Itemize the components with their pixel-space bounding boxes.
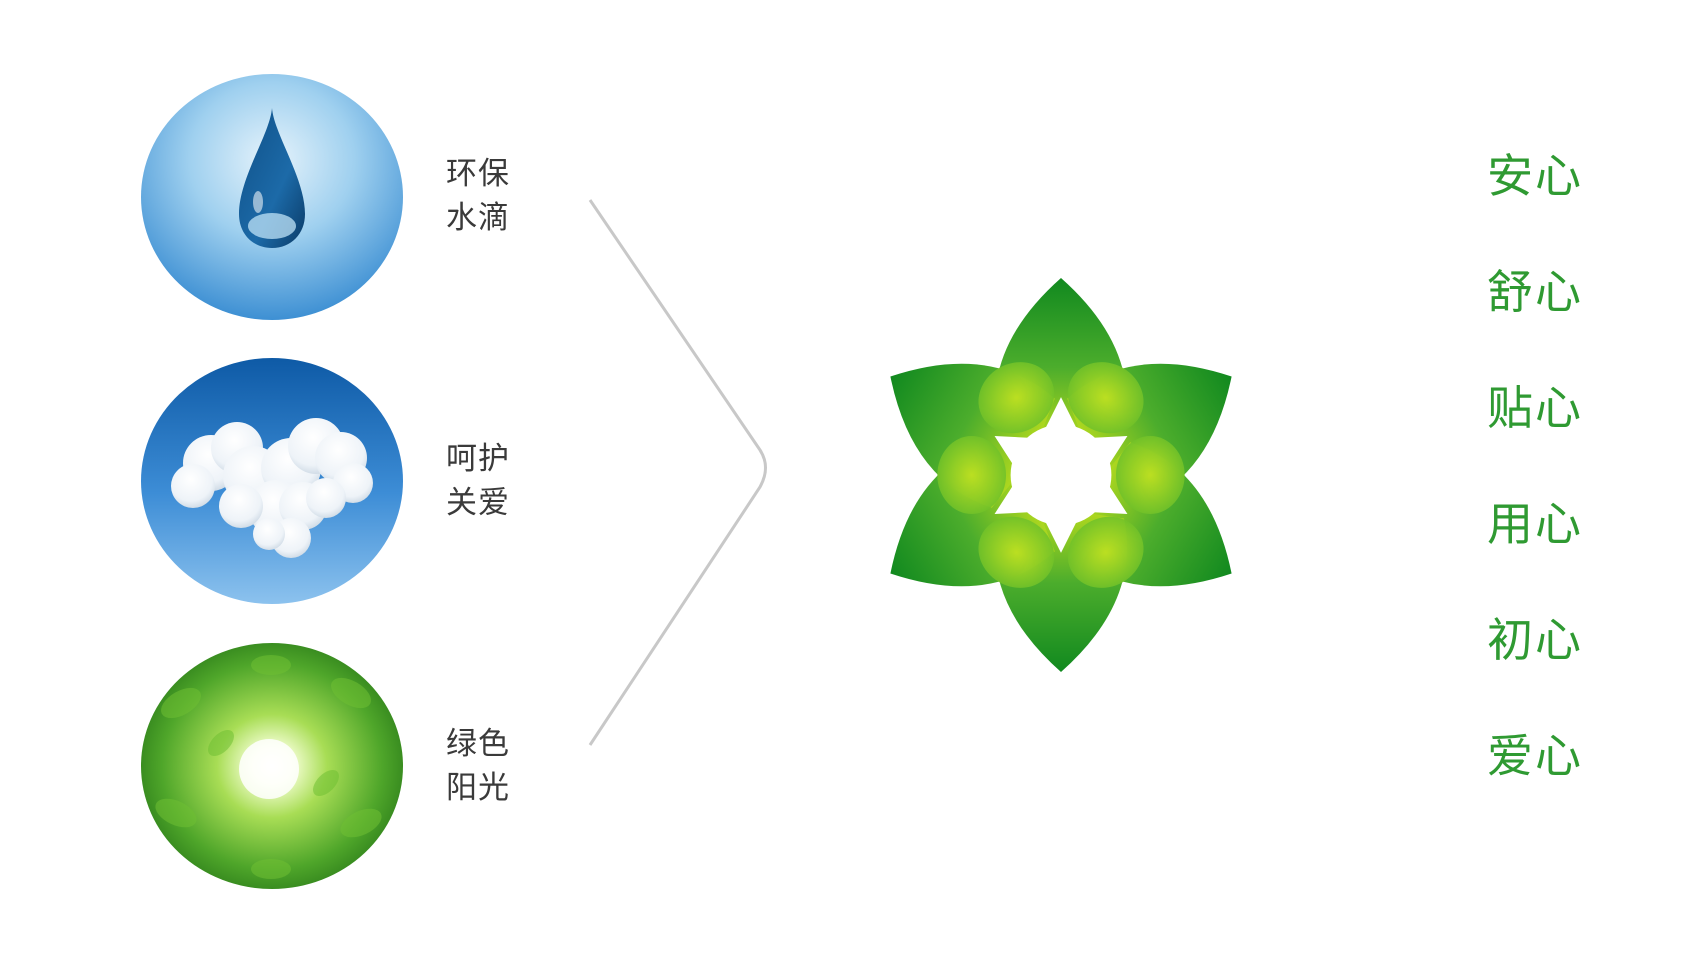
value-word: 贴心 [1487,381,1583,435]
value-word: 安心 [1487,149,1583,203]
water-drop-circle [141,74,403,320]
concept-line2: 水滴 [446,200,510,236]
concept-line2: 阳光 [446,770,510,806]
concept-line1: 环保 [446,156,510,192]
concept-line1: 绿色 [446,726,510,762]
concept-label-2: 呵护 关爱 [446,437,510,525]
value-word: 爱心 [1487,729,1583,783]
heart-cloud-circle [141,358,403,604]
concept-label-3: 绿色 阳光 [446,722,510,810]
sunlight-leaves-icon [141,643,403,889]
concept-label-1: 环保 水滴 [446,152,510,240]
sunlight-leaves-circle [141,643,403,889]
concept-line1: 呵护 [446,441,510,477]
heart-cloud-icon [141,358,403,604]
concept-line2: 关爱 [446,485,510,521]
water-drop-icon [141,74,403,320]
value-word: 舒心 [1487,265,1583,319]
value-word: 初心 [1487,613,1583,667]
chevron-divider [588,199,767,746]
green-leaf-star-logo [890,278,1232,672]
value-word: 用心 [1487,497,1583,551]
